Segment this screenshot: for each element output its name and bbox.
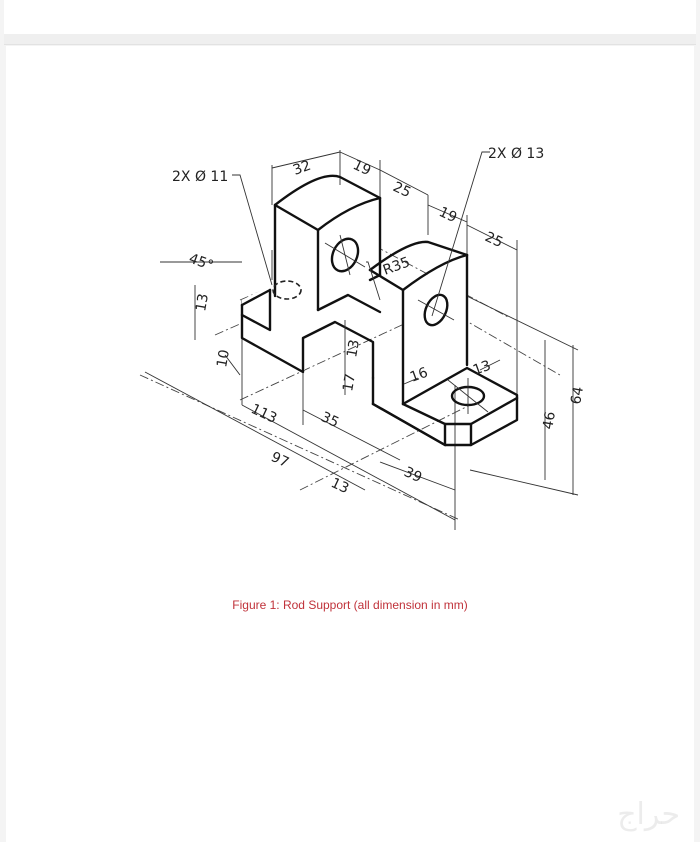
top-strip: [4, 0, 696, 34]
dim-25a: 25: [390, 179, 413, 201]
watermark-logo: حراج: [617, 797, 680, 832]
holes: [272, 234, 489, 414]
callout-hole-large: 2X Ø 13: [488, 146, 544, 162]
center-lines: [139, 150, 579, 530]
document-page: [6, 46, 694, 842]
dim-17: 17: [340, 372, 359, 392]
dim-16: 16: [408, 365, 430, 386]
dim-25b: 25: [482, 229, 505, 251]
dim-19b: 19: [436, 204, 459, 226]
dim-64: 64: [568, 385, 587, 405]
dim-13-left: 13: [193, 292, 212, 312]
part-outline: [240, 174, 519, 447]
dim-19a: 19: [350, 157, 373, 179]
dim-39: 39: [401, 464, 424, 486]
figure-caption: Figure 1: Rod Support (all dimension in …: [232, 598, 468, 612]
dimension-labels: 2X Ø 11 2X Ø 13 R35 32 19 25 19 25 45° 1…: [172, 146, 587, 497]
dim-35: 35: [318, 409, 341, 431]
leader-lines: [144, 151, 574, 521]
dim-32: 32: [291, 158, 313, 179]
rod-support-drawing: 2X Ø 11 2X Ø 13 R35 32 19 25 19 25 45° 1…: [139, 146, 587, 530]
dim-angle-45: 45°: [187, 251, 216, 275]
dim-46: 46: [540, 410, 559, 430]
dim-13-hole: 13: [471, 358, 493, 379]
dim-13-mid: 13: [344, 338, 363, 358]
dim-10: 10: [214, 348, 233, 368]
callout-hole-small: 2X Ø 11: [172, 169, 228, 185]
dim-13-bottom: 13: [328, 475, 351, 497]
page-divider: [4, 34, 696, 45]
dim-97: 97: [268, 449, 291, 471]
